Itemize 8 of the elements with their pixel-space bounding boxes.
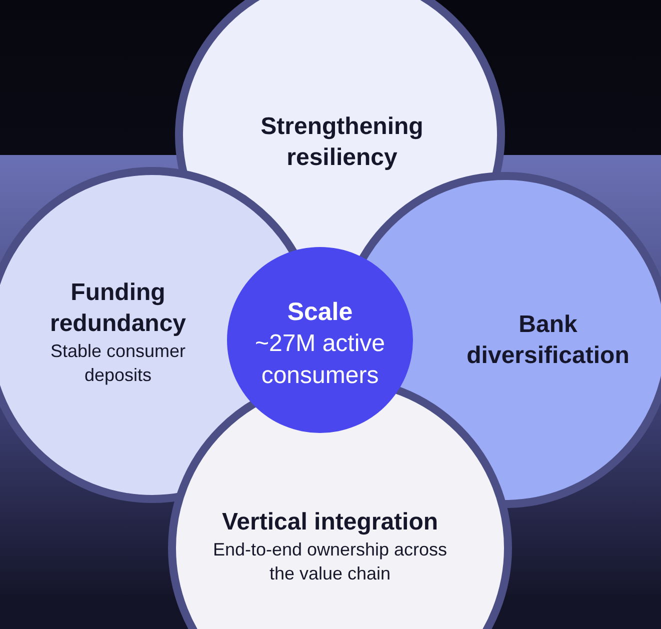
circle-heading: Funding redundancy (48, 278, 188, 339)
circle-heading: Bank diversification (466, 310, 630, 371)
circle-heading: Vertical integration (220, 508, 440, 538)
circle-text: Stable consumer deposits (49, 340, 187, 387)
circle-text: End-to-end ownership across the value chain (212, 538, 448, 586)
circle-heading: Scale (286, 297, 354, 328)
circle-heading: Strengthening resiliency (260, 112, 424, 173)
circle-text: ~27M active consumers (254, 329, 386, 391)
